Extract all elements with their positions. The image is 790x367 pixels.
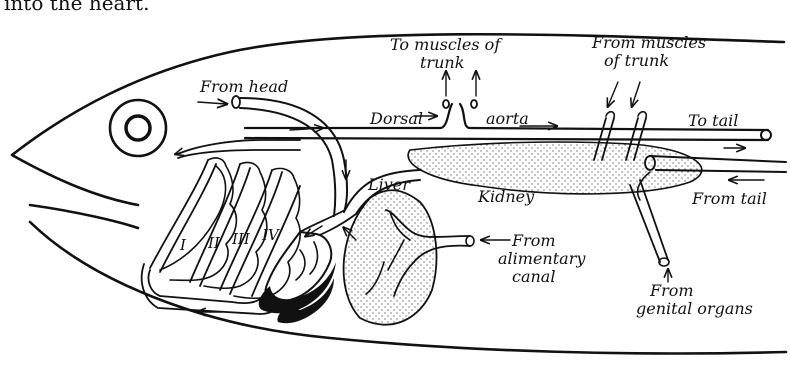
caption-fragment: into the heart. <box>4 0 149 15</box>
label-from-alimentary-1: From <box>511 231 556 250</box>
genital-vein <box>630 180 669 266</box>
label-from-muscles-trunk-2: of trunk <box>604 51 669 70</box>
heart <box>259 232 336 323</box>
label-from-alimentary-3: canal <box>512 267 555 286</box>
label-arch-2: II <box>207 234 221 252</box>
label-to-muscles-trunk-1: To muscles of <box>390 35 503 54</box>
label-to-tail: To tail <box>688 111 738 130</box>
eye <box>110 100 166 156</box>
label-from-genital-2: genital organs <box>636 299 753 318</box>
label-dorsal: Dorsal <box>369 109 423 128</box>
label-kidney: Kidney <box>477 187 535 206</box>
label-from-genital-1: From <box>649 281 694 300</box>
label-from-tail: From tail <box>691 189 767 208</box>
label-from-alimentary-2: alimentary <box>498 249 586 268</box>
label-aorta: aorta <box>486 109 529 128</box>
label-arch-3: III <box>231 230 251 248</box>
label-liver: Liver <box>367 175 411 194</box>
kidney <box>408 142 702 194</box>
label-from-head: From head <box>199 77 288 96</box>
label-arch-1: I <box>179 236 187 254</box>
label-arch-4: IV <box>261 226 281 244</box>
head-vein <box>232 96 347 216</box>
label-from-muscles-trunk-1: From muscles <box>591 33 706 52</box>
label-to-muscles-trunk-2: trunk <box>420 53 464 72</box>
